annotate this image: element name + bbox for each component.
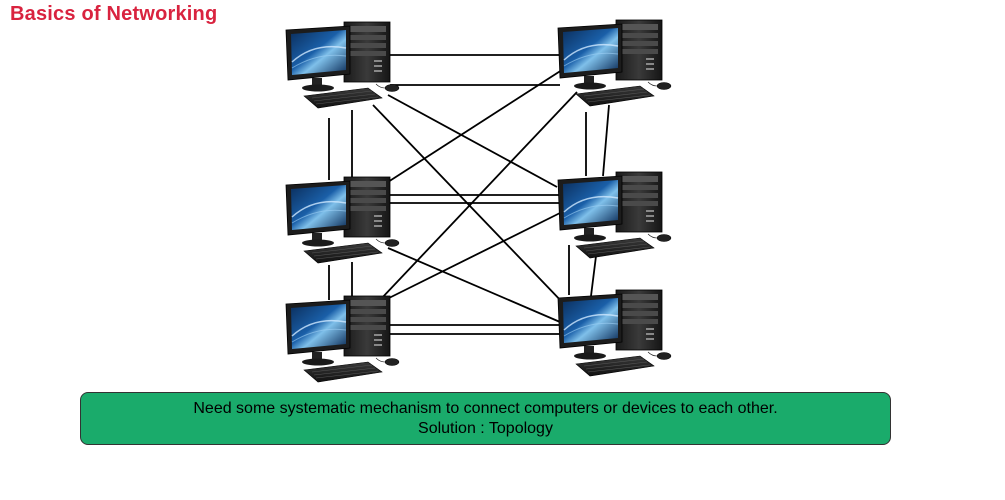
topology-callout-box: Need some systematic mechanism to connec…: [80, 392, 891, 445]
pc-top-left: [285, 21, 400, 109]
pc-middle-left: [285, 176, 400, 264]
slide-title: Basics of Networking: [10, 3, 218, 25]
connection-lines: [328, 54, 610, 335]
pc-bottom-right: [557, 289, 672, 377]
pc-middle-right: [557, 171, 672, 259]
callout-line-solution: Solution : Topology: [418, 420, 553, 437]
callout-line-mechanism: Need some systematic mechanism to connec…: [193, 400, 778, 417]
pc-bottom-left: [285, 295, 400, 383]
